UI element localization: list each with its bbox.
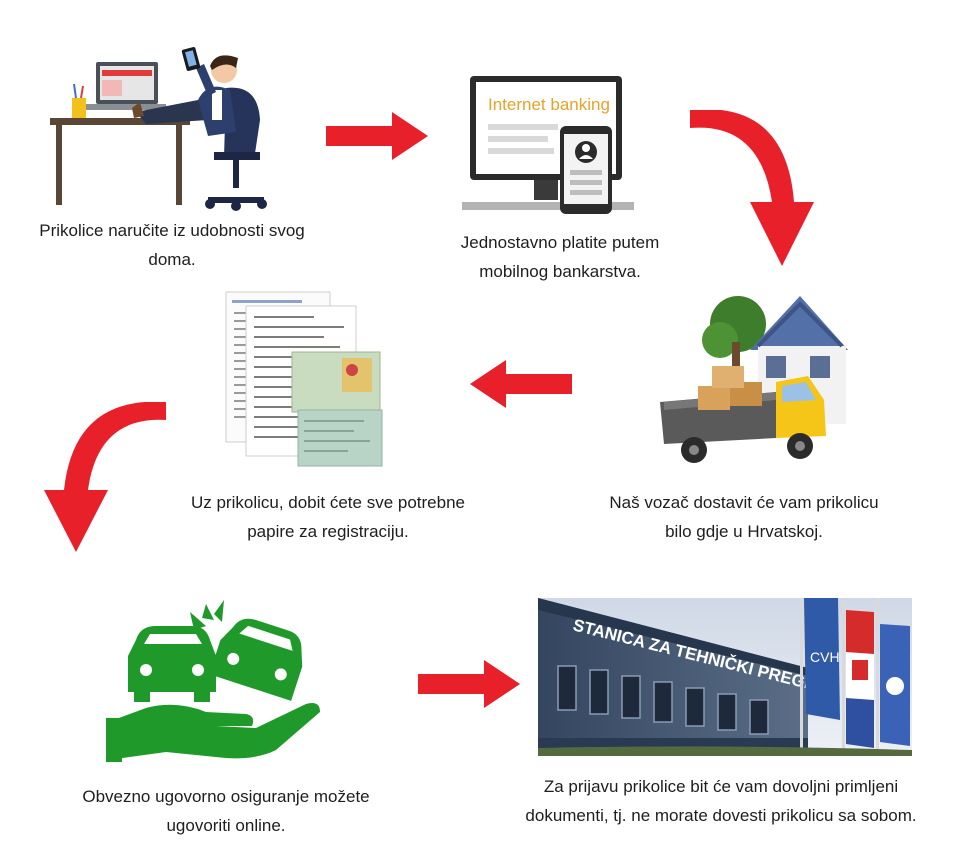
person-ordering-from-desk-icon (50, 47, 267, 211)
step-2-illustration: Internet banking (458, 74, 638, 219)
step-6-caption-line-1: Za prijavu prikolice bit će vam dovoljni… (543, 777, 899, 796)
step-3-caption-line-1: Naš vozač dostavit će vam prikolicu (609, 493, 879, 512)
internet-banking-monitor-icon: Internet banking (462, 76, 634, 214)
delivery-truck-house-icon (660, 296, 848, 463)
step-1-caption-line-1: Prikolice naručite iz udobnosti svog (39, 221, 305, 240)
step-4-caption-line-2: papire za registraciju. (247, 522, 409, 541)
step-6-illustration: STANICA ZA TEHNIČKI PREGLED CVH (538, 598, 912, 756)
step-4-caption-line-1: Uz prikolicu, dobit ćete sve potrebne (190, 493, 466, 512)
car-insurance-hand-icon (106, 600, 320, 762)
step-5-caption: Obvezno ugovorno osiguranje možete ugovo… (46, 782, 406, 840)
inspection-station-building-icon: STANICA ZA TEHNIČKI PREGLED CVH (538, 598, 912, 756)
internet-banking-screen-text: Internet banking (488, 95, 610, 114)
step-2-caption: Jednostavno platite putem mobilnog banka… (400, 228, 720, 286)
arrow-right-1 (326, 112, 428, 160)
arrow-curved-down-left (44, 402, 166, 552)
step-1-illustration (48, 40, 278, 215)
svg-text:CVH: CVH (810, 649, 840, 665)
step-4-caption: Uz prikolicu, dobit ćete sve potrebne pa… (158, 488, 498, 546)
registration-documents-icon (225, 291, 383, 467)
step-6-caption-line-2: dokumenti, tj. ne morate dovesti prikoli… (525, 806, 917, 825)
arrow-right-2 (418, 660, 520, 708)
step-2-caption-line-2: mobilnog bankarstva. (479, 262, 641, 281)
step-1-caption-line-2: doma. (148, 250, 196, 269)
arrow-left-1 (470, 360, 572, 408)
step-3-illustration (658, 290, 850, 480)
step-5-caption-line-1: Obvezno ugovorno osiguranje možete (82, 787, 370, 806)
arrow-curved-down-right (690, 110, 814, 266)
step-6-caption: Za prijavu prikolice bit će vam dovoljni… (488, 772, 954, 830)
step-5-caption-line-2: ugovoriti online. (166, 816, 286, 835)
step-4-illustration (224, 290, 384, 470)
step-1-caption: Prikolice naručite iz udobnosti svog dom… (12, 216, 332, 274)
step-3-caption-line-2: bilo gdje u Hrvatskoj. (665, 522, 823, 541)
step-5-illustration (106, 600, 326, 762)
step-3-caption: Naš vozač dostavit će vam prikolicu bilo… (574, 488, 914, 546)
step-2-caption-line-1: Jednostavno platite putem (460, 233, 660, 252)
